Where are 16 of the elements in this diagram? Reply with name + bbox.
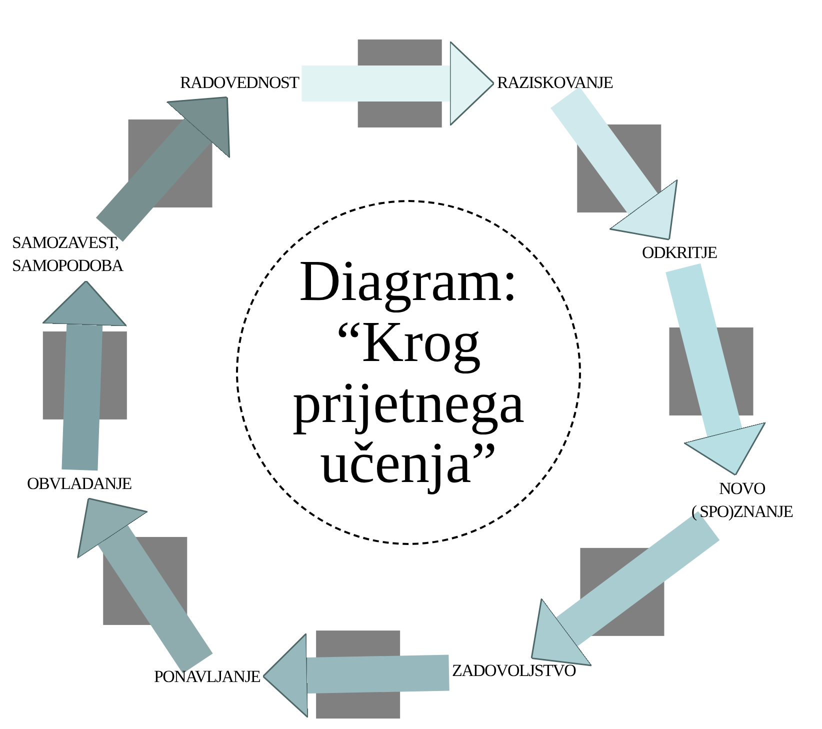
block-arrow bbox=[530, 511, 720, 666]
stage-label: RAZISKOVANJE bbox=[497, 72, 613, 95]
block-arrow bbox=[262, 632, 450, 718]
node-label: Diagram: “Krog prijetnega učenja” bbox=[292, 250, 526, 494]
stage-label: SAMOZAVEST, SAMOPODOBA bbox=[12, 232, 162, 278]
block-arrow bbox=[550, 86, 678, 240]
stage-label: OBVLADANJE bbox=[27, 473, 132, 496]
stage-label: ZADOVOLJSTVO bbox=[452, 660, 576, 683]
block-arrow bbox=[666, 263, 766, 476]
block-arrow bbox=[77, 498, 213, 674]
block-arrow bbox=[302, 40, 495, 126]
stage-label: RADOVEDNOST bbox=[180, 72, 299, 95]
center-circle bbox=[236, 200, 581, 545]
stage-label: PONAVLJANJE bbox=[154, 666, 260, 689]
stage-label: ODKRITJE bbox=[642, 242, 717, 265]
stage-label: NOVO ( SPO)ZNANJE bbox=[672, 478, 812, 524]
